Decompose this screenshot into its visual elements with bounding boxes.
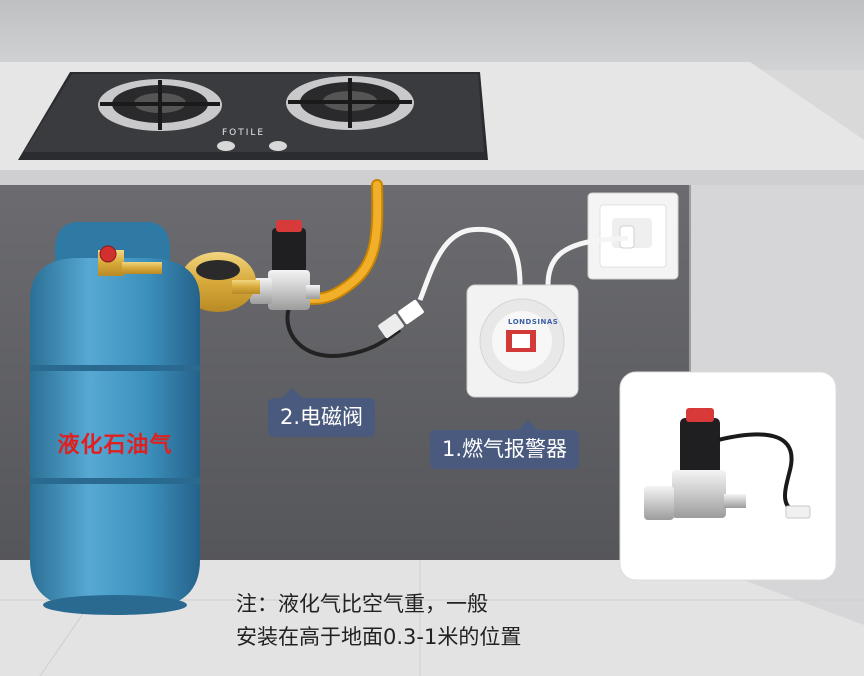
note-line-1: 注：液化气比空气重，一般 <box>236 592 488 616</box>
cable-connector <box>378 299 424 339</box>
back-wall <box>0 0 864 70</box>
installation-note: 注：液化气比空气重，一般 安装在高于地面0.3-1米的位置 <box>236 588 521 654</box>
burner-right <box>286 76 414 130</box>
wall-socket <box>587 192 679 280</box>
alarm-power-cable <box>417 226 523 301</box>
gas-alarm-callout: 1.燃气报警器 <box>430 420 580 469</box>
solenoid-valve-callout: 2.电磁阀 <box>268 388 376 437</box>
alarm-brand-text: LONDSINAS <box>508 318 559 326</box>
note-line-2: 安装在高于地面0.3-1米的位置 <box>236 625 522 649</box>
floor <box>0 560 864 676</box>
cylinder-label: 液化石油气 <box>57 432 173 458</box>
countertop-edge <box>0 170 864 188</box>
gas-alarm-device <box>466 284 579 398</box>
lpg-cylinder <box>30 222 200 615</box>
burner-left <box>98 79 222 131</box>
inset-product-photo <box>619 371 837 581</box>
stove-glass <box>24 74 484 152</box>
stove-knob-left <box>217 141 235 151</box>
stove-knob-right <box>269 141 287 151</box>
valve-signal-cable <box>285 304 402 358</box>
stove-brand-text: FOTILE <box>222 128 266 138</box>
